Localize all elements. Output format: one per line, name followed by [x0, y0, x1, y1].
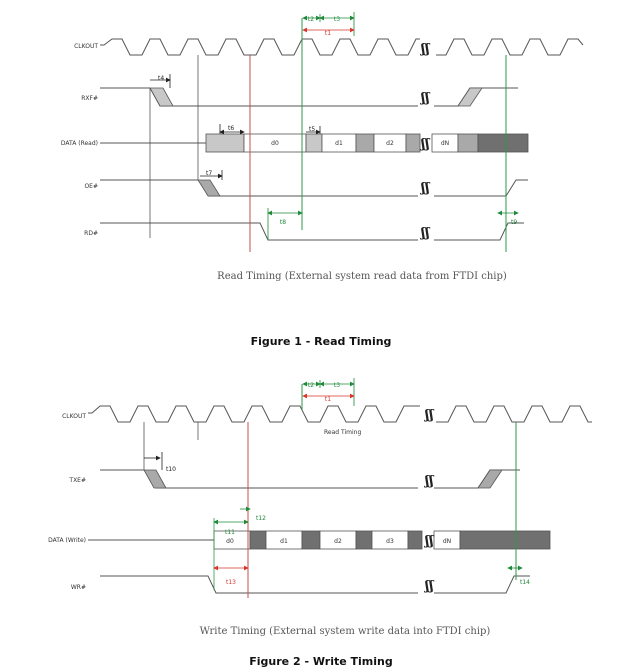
break-mark: ʃʃ — [424, 579, 434, 594]
timing-label-t8: t8 — [280, 219, 286, 226]
cell-label-d3: d3 — [386, 538, 394, 545]
data-write-cell-gap2 — [301, 530, 321, 550]
clkout-waveform — [100, 38, 584, 56]
rd-waveform — [100, 222, 524, 241]
signal-label-clkout: CLKOUT — [62, 413, 86, 420]
signal-label-data-write: DATA (Write) — [48, 537, 86, 544]
data-read-cell-gap3 — [405, 133, 421, 153]
data-write-cell-gap1 — [249, 530, 267, 550]
signal-label-oe: OE# — [84, 183, 98, 190]
timing-label-t2: t2 — [308, 382, 314, 389]
wr-waveform — [100, 575, 530, 594]
break-mark: ʃʃ — [420, 181, 430, 196]
txe-rise-fill — [477, 469, 503, 489]
rxf-rise-fill — [457, 87, 483, 107]
figure-2-title: Figure 2 - Write Timing — [249, 655, 392, 668]
data-write-cell-gap3 — [355, 530, 373, 550]
figure-1-caption: Read Timing (External system read data f… — [217, 271, 507, 282]
txe-transition-fill — [143, 469, 167, 489]
figure-2-caption: Write Timing (External system write data… — [200, 626, 491, 637]
timing-label-t3: t3 — [334, 382, 340, 389]
break-mark: ʃʃ — [424, 534, 434, 549]
break-mark: ʃʃ — [420, 226, 430, 241]
cell-label-dn: dN — [441, 140, 449, 147]
timing-label-t13: t13 — [226, 579, 236, 586]
signal-label-data-read: DATA (Read) — [61, 140, 98, 147]
timing-label-t11: t11 — [225, 529, 235, 536]
data-read-cell-gap1 — [305, 133, 323, 153]
cell-label-d1: d1 — [280, 538, 288, 545]
signal-label-rd: RD# — [84, 230, 98, 237]
timing-label-t2: t2 — [308, 16, 314, 23]
signal-label-clkout: CLKOUT — [74, 43, 98, 50]
oe-waveform — [100, 179, 528, 197]
timing-label-t12: t12 — [256, 515, 266, 522]
data-write-cell-post — [459, 530, 551, 550]
cell-label-dn: dN — [443, 538, 451, 545]
rxf-transition-fill — [149, 87, 174, 107]
signal-label-rxf: RXF# — [81, 95, 98, 102]
cell-label-d1: d1 — [335, 140, 343, 147]
data-write-cell-gap4 — [407, 530, 423, 550]
oe-transition-fill — [197, 179, 221, 197]
figure-2-write-timing: CLKOUT TXE# DATA (Write) WR# ʃʃ ʃʃ t10 d… — [48, 378, 592, 668]
break-mark: ʃʃ — [420, 42, 430, 57]
timing-label-t1: t1 — [325, 30, 331, 37]
read-timing-note: Read Timing — [324, 429, 361, 436]
clkout-waveform — [88, 405, 592, 423]
cell-label-d0: d0 — [271, 140, 279, 147]
break-mark: ʃʃ — [420, 137, 430, 152]
figure-1-title: Figure 1 - Read Timing — [251, 335, 392, 348]
timing-label-t6: t6 — [228, 125, 234, 132]
timing-label-t7: t7 — [206, 170, 212, 177]
data-read-cell-post-light — [457, 133, 479, 153]
timing-label-t1: t1 — [325, 396, 331, 403]
break-mark: ʃʃ — [424, 408, 434, 423]
timing-label-t3: t3 — [334, 16, 340, 23]
timing-label-t14: t14 — [520, 579, 530, 586]
break-mark: ʃʃ — [424, 474, 434, 489]
data-read-cell-pre — [205, 133, 245, 153]
cell-label-d0: d0 — [226, 538, 234, 545]
data-read-cell-post-dark — [477, 133, 529, 153]
cell-label-d2: d2 — [334, 538, 342, 545]
break-mark: ʃʃ — [420, 91, 430, 106]
timing-label-t10: t10 — [166, 466, 176, 473]
timing-label-t9: t9 — [511, 219, 517, 226]
timing-label-t4: t4 — [158, 75, 164, 82]
data-read-cell-gap2 — [355, 133, 375, 153]
signal-label-wr: WR# — [71, 584, 86, 591]
figure-1-read-timing: CLKOUT RXF# DATA (Read) OE# RD# ʃʃ ʃʃ d0… — [61, 12, 584, 348]
timing-label-t5: t5 — [309, 126, 315, 133]
signal-label-txe: TXE# — [68, 477, 86, 484]
cell-label-d2: d2 — [386, 140, 394, 147]
